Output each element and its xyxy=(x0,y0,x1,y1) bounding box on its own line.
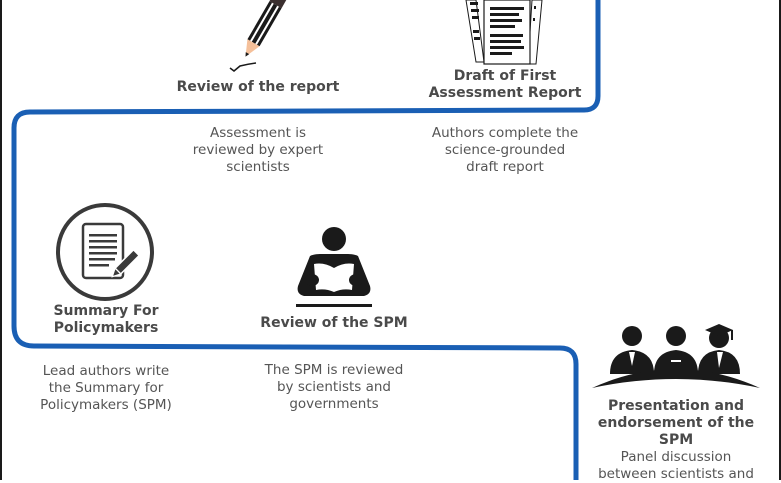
step-title-presentation-endorsement: Presentation and endorsement of the SPM xyxy=(586,398,766,449)
title-line: Presentation and xyxy=(608,398,744,414)
document-edit-circle-icon xyxy=(56,203,154,301)
desc-line: Lead authors write xyxy=(42,363,170,379)
desc-line: The SPM is reviewed xyxy=(264,362,404,378)
desc-line: Authors complete the xyxy=(431,125,579,141)
desc-line: draft report xyxy=(466,159,544,175)
step-desc-draft-first: Authors complete the science-grounded dr… xyxy=(415,125,595,176)
title-line: Assessment Report xyxy=(428,85,582,101)
title-line: SPM xyxy=(658,432,694,448)
pencil-icon xyxy=(229,0,288,73)
desc-line: the Summary for xyxy=(48,380,164,396)
panel-discussion-icon xyxy=(592,324,760,388)
desc-line: by scientists and xyxy=(276,379,391,395)
step-title-draft-first: Draft of First Assessment Report xyxy=(415,68,595,102)
desc-line: Panel discussion xyxy=(620,449,732,465)
desc-line: Policymakers (SPM) xyxy=(40,397,172,413)
desc-line: scientists xyxy=(226,159,290,175)
document-stack-icon xyxy=(465,0,543,65)
desc-line: science-grounded xyxy=(444,142,566,158)
title-line: Summary For xyxy=(53,303,159,319)
desc-line: Assessment is xyxy=(209,125,307,141)
step-title-review-spm: Review of the SPM xyxy=(260,315,408,331)
process-path-line xyxy=(11,0,601,480)
step-desc-summary-policymakers: Lead authors write the Summary for Polic… xyxy=(20,363,192,414)
step-desc-review-report: Assessment is reviewed by expert scienti… xyxy=(170,125,346,176)
desc-line: reviewed by expert xyxy=(192,142,324,158)
desc-line: between scientists and xyxy=(598,466,754,482)
step-desc-presentation-endorsement: Panel discussion between scientists and xyxy=(586,449,766,483)
step-title-review-report: Review of the report xyxy=(176,79,340,95)
title-line: Policymakers xyxy=(53,320,159,336)
step-desc-review-spm: The SPM is reviewed by scientists and go… xyxy=(246,362,422,413)
step-title-summary-policymakers: Summary For Policymakers xyxy=(20,303,192,337)
title-line: Draft of First xyxy=(453,68,557,84)
desc-line: governments xyxy=(289,396,379,412)
title-line: endorsement of the xyxy=(597,415,755,431)
reader-icon xyxy=(296,227,372,307)
